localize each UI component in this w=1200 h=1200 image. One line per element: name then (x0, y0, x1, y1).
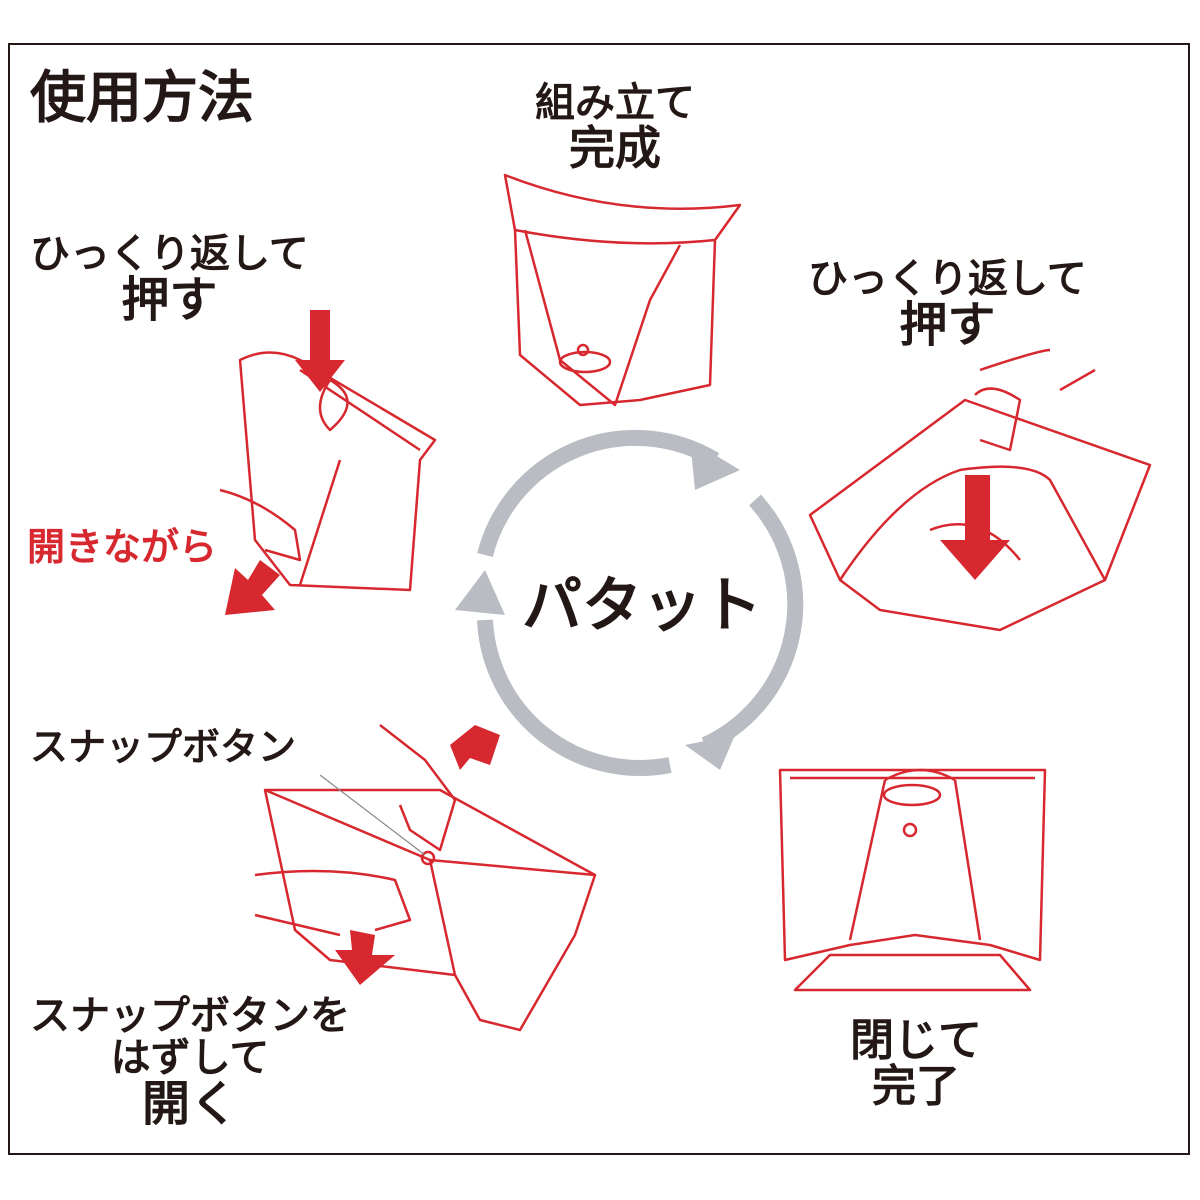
while-opening-label: 開きながら (27, 525, 218, 569)
open-arrow-snap (335, 930, 395, 985)
step-flip-push-left-label: ひっくり返して 押す (30, 233, 309, 325)
illustration-assembled (503, 173, 742, 407)
illustration-flip-push-left (219, 351, 437, 592)
red-arrows (225, 310, 1010, 985)
step-unsnap-label: スナップボタンを はずして 開く (30, 995, 350, 1129)
label-line: 閉じて (850, 1015, 982, 1066)
cycle-arrow-top (477, 429, 720, 557)
label-line: ひっくり返して (30, 231, 309, 277)
illustration-unsnap (254, 724, 597, 1032)
label-line: スナップボタンを (30, 993, 350, 1039)
label-line: ひっくり返して (808, 256, 1087, 302)
cycle-arrow-bottom (477, 619, 672, 776)
label-line: 押す (121, 272, 218, 328)
push-arrow-left (295, 310, 345, 392)
snap-button-label: スナップボタン (30, 725, 297, 769)
center-label: パタット (522, 571, 762, 641)
label-line: 組み立て (535, 80, 695, 126)
open-arrow-left (225, 560, 280, 615)
push-arrow-right (940, 475, 1010, 580)
cycle-arrows (477, 429, 804, 776)
up-arrow-snap (450, 725, 500, 770)
label-line: 開く (141, 1076, 238, 1132)
label-line: 完成 (569, 121, 661, 175)
snap-leader-line (319, 774, 426, 856)
step-flip-push-right-label: ひっくり返して 押す (808, 258, 1087, 350)
illustration-closed (778, 768, 1047, 992)
step-close-done-label: 閉じて 完了 (850, 1015, 982, 1113)
diagram-frame (8, 43, 1190, 1155)
label-line: 押す (899, 297, 996, 353)
step-assembled-label: 組み立て 完成 (535, 82, 695, 172)
label-line: はずして (110, 1035, 270, 1081)
page-title: 使用方法 (30, 66, 254, 131)
cycle-arrow-right (701, 494, 804, 753)
cycle-arrowheads (455, 440, 740, 770)
label-line: 完了 (872, 1061, 960, 1113)
